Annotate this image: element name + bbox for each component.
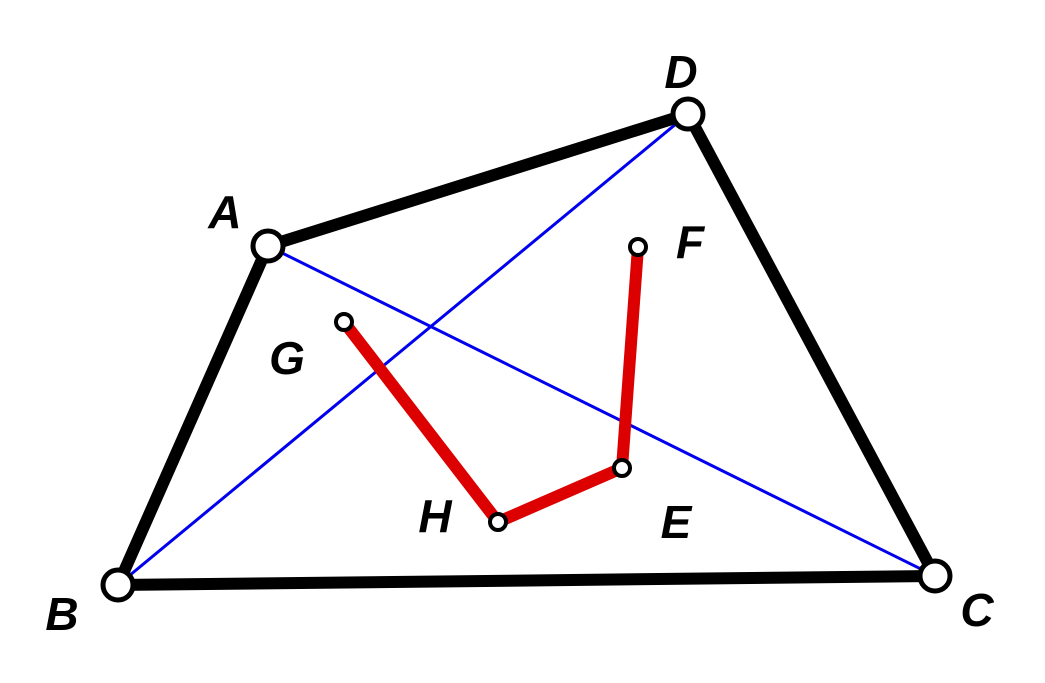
point-D-marker-icon[interactable] <box>670 96 706 132</box>
segment-HE <box>492 462 628 528</box>
label-G: G <box>269 332 305 384</box>
diagonal-AC <box>267 244 936 578</box>
label-A: A <box>207 186 241 238</box>
label-D: D <box>664 46 697 98</box>
segment-GH <box>338 316 504 528</box>
vertex-points <box>100 96 953 603</box>
label-B: B <box>45 588 78 640</box>
point-E-marker-icon[interactable] <box>612 458 632 478</box>
label-H: H <box>418 490 452 542</box>
diagonals <box>117 112 936 587</box>
label-C: C <box>960 584 994 636</box>
segment-EF <box>616 241 644 474</box>
point-A-marker-icon[interactable] <box>250 228 286 264</box>
label-E: E <box>661 496 693 548</box>
inner-quadrilateral-EFGH <box>338 241 644 528</box>
point-G-marker-icon[interactable] <box>334 312 354 332</box>
label-F: F <box>676 216 706 268</box>
point-F-marker-icon[interactable] <box>628 237 648 257</box>
vertex-labels: A B C D E F G H <box>45 46 994 640</box>
point-B-marker-icon[interactable] <box>100 567 136 603</box>
point-H-marker-icon[interactable] <box>488 512 508 532</box>
diagonal-BD <box>117 112 689 587</box>
point-C-marker-icon[interactable] <box>917 558 953 594</box>
